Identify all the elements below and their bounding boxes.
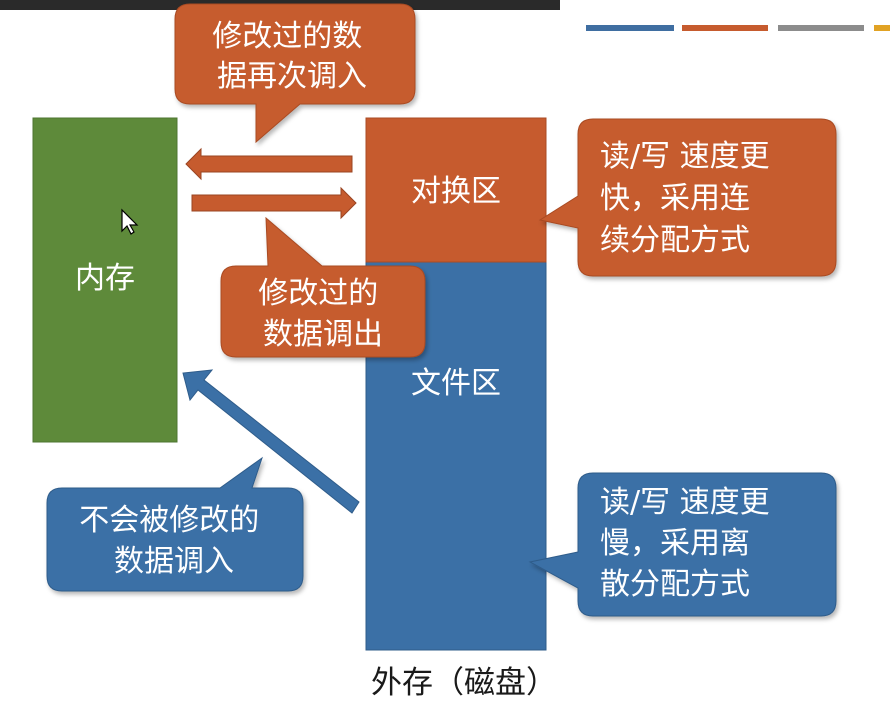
disk-caption: 外存（磁盘） <box>371 665 557 701</box>
file-load-arrow <box>182 369 360 514</box>
header-bar-yellow <box>874 25 890 31</box>
callout-fileload-line-1: 不会被修改的 <box>79 503 259 538</box>
callout-swap-speed-line-3: 续分配方式 <box>600 223 750 258</box>
callout-file-speed-text: 读/写 速度更 慢，采用离 散分配方式 <box>600 485 779 602</box>
callout-fileload-text: 不会被修改的 数据调入 <box>79 503 269 579</box>
memory-block <box>32 117 178 443</box>
callout-swapin-line-1: 修改过的数 <box>212 19 362 54</box>
callout-swap-speed-line-2: 快，采用连 <box>600 181 750 216</box>
callout-swap-speed-line-1: 读/写 速度更 <box>600 139 770 174</box>
callout-fileload-line-2: 数据调入 <box>114 544 234 579</box>
file-area-label: 文件区 <box>411 366 501 401</box>
callout-swap-speed-shape <box>538 118 837 277</box>
callout-swapin-line-2: 据再次调入 <box>217 59 367 94</box>
callout-file-speed-shape <box>528 472 837 617</box>
header-bar-blue <box>586 25 674 31</box>
swap-out-arrow <box>191 186 357 220</box>
callout-swapin-text: 修改过的数 据再次调入 <box>212 19 372 94</box>
memory-label: 内存 <box>75 261 135 296</box>
callout-file-speed-line-1: 读/写 速度更 <box>600 485 770 520</box>
callout-file-speed-line-2: 慢，采用离 <box>600 526 750 561</box>
swap-area-label: 对换区 <box>411 174 501 209</box>
swap-area-block <box>365 117 547 263</box>
callout-swapout-shape <box>220 216 426 358</box>
callout-swap-speed-text: 读/写 速度更 快，采用连 续分配方式 <box>600 139 779 258</box>
callout-swapout-line-2: 数据调出 <box>263 317 383 352</box>
callout-swapout-text: 修改过的 数据调出 <box>258 276 388 352</box>
header-bar-orange <box>682 25 768 31</box>
mouse-cursor-icon <box>121 208 139 235</box>
callout-swapout-line-1: 修改过的 <box>258 276 378 311</box>
callout-fileload-shape <box>46 456 304 592</box>
callout-swapin-shape <box>174 3 416 144</box>
header-bar-gray <box>778 25 864 31</box>
callout-file-speed-line-3: 散分配方式 <box>600 567 750 602</box>
swap-in-arrow <box>185 147 353 181</box>
